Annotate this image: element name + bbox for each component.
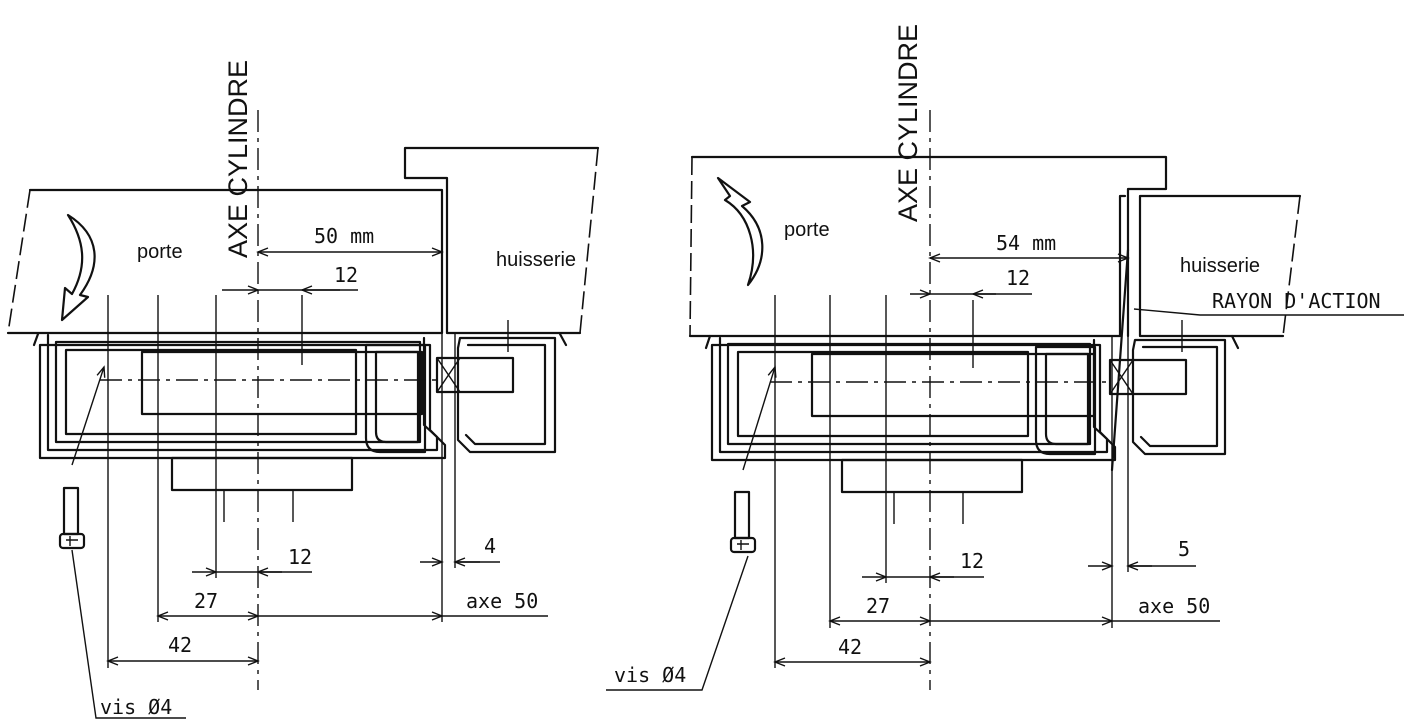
right-rotation-arrow [716,176,764,287]
left-dim-axe: axe 50 [466,589,538,613]
left-axis-label: AXE CYLINDRE [223,60,253,258]
right-lock-body [704,248,1240,524]
left-view: AXE CYLINDRE porte huisserie 50 mm 12 4 … [6,60,600,719]
left-dim-12-bottom: 12 [288,545,312,569]
right-screw-leader [606,555,749,691]
left-dim-12-top: 12 [334,263,358,287]
right-dim-27: 27 [866,594,890,618]
right-dim-12-bottom: 12 [960,549,984,573]
right-screw-label: vis Ø4 [614,663,686,687]
right-dim-main: 54 mm [996,231,1056,255]
right-door-label: porte [784,219,830,241]
left-dim-4: 4 [484,534,496,558]
right-dim-42: 42 [838,635,862,659]
left-frame [403,146,600,335]
left-rotation-arrow [60,213,96,322]
right-range-leader [1133,308,1404,316]
right-dim-axe: axe 50 [1138,594,1210,618]
left-screw-icon [58,486,86,550]
left-screw-label: vis Ø4 [100,695,172,719]
right-range-label: RAYON D'ACTION [1212,289,1381,313]
right-axis-label: AXE CYLINDRE [893,24,923,222]
left-screw-leader [71,549,186,719]
right-screw-icon [729,490,757,554]
right-frame [1138,194,1302,338]
left-door [6,188,444,335]
right-door [688,194,1127,338]
left-dim-27: 27 [194,589,218,613]
right-dim-5: 5 [1178,537,1190,561]
left-lock-body [32,332,568,522]
right-frame-label: huisserie [1180,255,1260,277]
left-frame-label: huisserie [496,249,576,271]
left-door-label: porte [137,241,183,263]
right-dim-12-top: 12 [1006,266,1030,290]
right-view: AXE CYLINDRE porte huisserie RAYON D'ACT… [606,24,1404,691]
left-dim-42: 42 [168,633,192,657]
left-dim-main: 50 mm [314,224,374,248]
